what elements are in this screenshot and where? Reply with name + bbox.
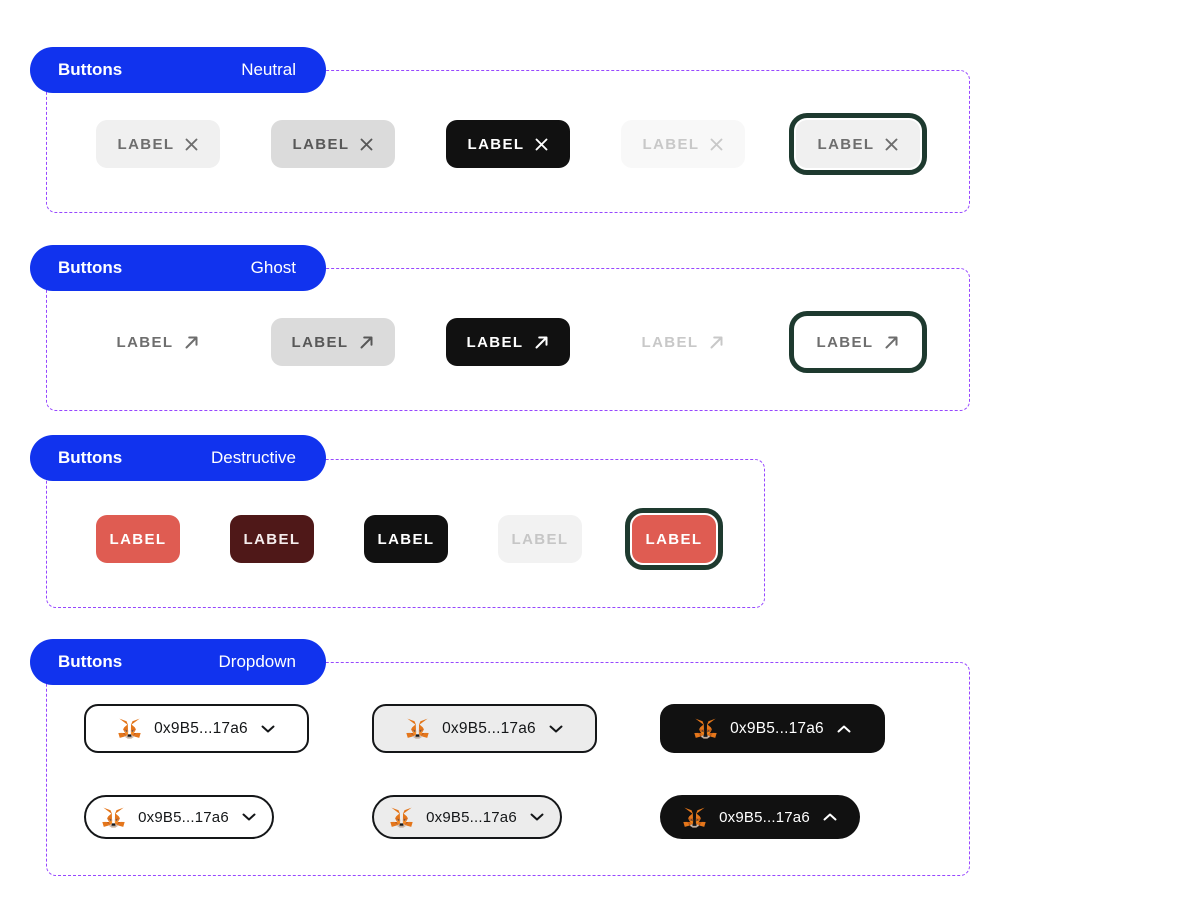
chevron-down-icon [261, 725, 275, 732]
account-address: 0x9B5...17a6 [426, 808, 517, 826]
button-label: LABEL [466, 333, 524, 351]
arrow-up-right-icon [360, 336, 372, 348]
component-frame-ghost [46, 268, 970, 411]
section-tag-ghost: Buttons Ghost [30, 245, 326, 291]
button-label: LABEL [816, 333, 874, 351]
account-dropdown-small-hover[interactable]: 0x9B5...17a6 [372, 795, 562, 839]
button-label: LABEL [642, 135, 700, 153]
account-address: 0x9B5...17a6 [730, 719, 824, 737]
account-address: 0x9B5...17a6 [719, 808, 810, 826]
chevron-up-icon [823, 813, 837, 821]
metamask-fox-icon [406, 718, 429, 739]
button-label: LABEL [116, 333, 174, 351]
account-address: 0x9B5...17a6 [138, 808, 229, 826]
account-dropdown-default[interactable]: 0x9B5...17a6 [84, 704, 309, 753]
arrow-up-right-icon [535, 336, 547, 348]
section-tag-neutral: Buttons Neutral [30, 47, 326, 93]
button-label: LABEL [243, 530, 301, 548]
neutral-button-disabled: LABEL [621, 120, 745, 168]
section-tag-destructive: Buttons Destructive [30, 435, 326, 481]
close-icon[interactable] [184, 137, 199, 152]
destructive-button-hover[interactable]: LABEL [230, 515, 314, 563]
metamask-fox-icon [102, 807, 125, 828]
component-frame-dropdown [46, 662, 970, 876]
metamask-fox-icon [390, 807, 413, 828]
arrow-up-right-icon [885, 336, 897, 348]
chevron-down-icon [549, 725, 563, 732]
neutral-button-focus[interactable]: LABEL [789, 113, 927, 175]
close-icon[interactable] [709, 137, 724, 152]
chevron-down-icon [242, 813, 256, 821]
button-label: LABEL [109, 530, 167, 548]
button-label: LABEL [377, 530, 435, 548]
button-label: LABEL [641, 333, 699, 351]
metamask-fox-icon [118, 718, 141, 739]
button-label: LABEL [645, 530, 703, 548]
ghost-button-hover[interactable]: LABEL [271, 318, 395, 366]
metamask-fox-icon [683, 807, 706, 828]
neutral-button-hover[interactable]: LABEL [271, 120, 395, 168]
button-label: LABEL [817, 135, 875, 153]
account-address: 0x9B5...17a6 [154, 719, 248, 737]
dropdown-button-row-small: 0x9B5...17a6 0x9B5...17a6 [84, 795, 860, 839]
close-icon[interactable] [884, 137, 899, 152]
ghost-button-default[interactable]: LABEL [96, 318, 220, 366]
ghost-button-pressed[interactable]: LABEL [446, 318, 570, 366]
variant-name: Dropdown [218, 652, 297, 671]
variant-name: Neutral [241, 60, 296, 79]
ghost-button-row: LABEL LABEL LABEL LABEL LABEL [96, 311, 927, 373]
destructive-button-default[interactable]: LABEL [96, 515, 180, 563]
component-name: Buttons [58, 652, 123, 671]
account-dropdown-hover[interactable]: 0x9B5...17a6 [372, 704, 597, 753]
account-dropdown-small-open[interactable]: 0x9B5...17a6 [660, 795, 860, 839]
destructive-button-row: LABEL LABEL LABEL LABEL LABEL [96, 508, 723, 570]
destructive-button-focus[interactable]: LABEL [625, 508, 723, 570]
metamask-fox-icon [694, 718, 717, 739]
component-name: Buttons [58, 60, 123, 79]
component-frame-neutral [46, 70, 970, 213]
section-tag-dropdown: Buttons Dropdown [30, 639, 326, 685]
component-name: Buttons [58, 258, 123, 277]
neutral-button-row: LABEL LABEL LABEL LABEL LABEL [96, 113, 927, 175]
neutral-button-default[interactable]: LABEL [96, 120, 220, 168]
ghost-button-disabled: LABEL [621, 318, 745, 366]
chevron-up-icon [837, 725, 851, 732]
arrow-up-right-icon [710, 336, 722, 348]
neutral-button-pressed[interactable]: LABEL [446, 120, 570, 168]
component-frame-destructive [46, 459, 765, 608]
close-icon[interactable] [359, 137, 374, 152]
button-label: LABEL [467, 135, 525, 153]
variant-name: Destructive [210, 448, 296, 467]
button-label: LABEL [511, 530, 569, 548]
account-dropdown-open[interactable]: 0x9B5...17a6 [660, 704, 885, 753]
ghost-button-focus[interactable]: LABEL [789, 311, 927, 373]
destructive-button-disabled: LABEL [498, 515, 582, 563]
arrow-up-right-icon [185, 336, 197, 348]
close-icon[interactable] [534, 137, 549, 152]
destructive-button-pressed[interactable]: LABEL [364, 515, 448, 563]
component-name: Buttons [58, 448, 123, 467]
dropdown-button-row-large: 0x9B5...17a6 0x9B5...17a6 [84, 704, 885, 753]
button-label: LABEL [292, 135, 350, 153]
account-dropdown-small-default[interactable]: 0x9B5...17a6 [84, 795, 274, 839]
chevron-down-icon [530, 813, 544, 821]
account-address: 0x9B5...17a6 [442, 719, 536, 737]
button-label: LABEL [291, 333, 349, 351]
variant-name: Ghost [250, 258, 296, 277]
button-label: LABEL [117, 135, 175, 153]
